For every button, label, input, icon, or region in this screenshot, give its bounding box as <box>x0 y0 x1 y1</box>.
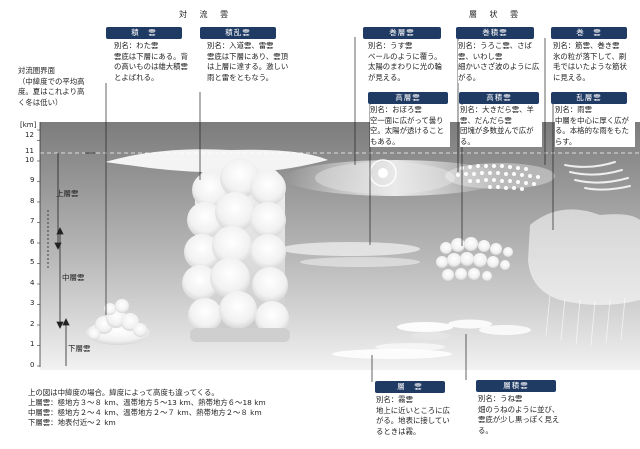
altocumulus-desc: 別名：大きだら雲、羊雲、だんだら雲 団塊が多数並んで広がる。 <box>460 105 542 147</box>
tick-6: 6 <box>30 238 35 246</box>
tick-9: 9 <box>30 176 35 184</box>
cirrocumulus-tag: 巻積雲 <box>456 27 534 39</box>
cirrocumulus-cloud <box>445 163 555 191</box>
stratus-desc: 別名：霧雲 地上に近いところに広がる。地表に接しているときは霧。 <box>376 395 456 437</box>
tick-1: 1 <box>30 340 35 348</box>
cirrocumulus-desc: 別名：うろこ雲、さば雲、いわし雲 細かいさざ波のように広がる。 <box>458 41 540 83</box>
tropopause-note: （中緯度での平均高度。夏はこれより高く冬は低い） <box>18 76 85 107</box>
footnote-line-4: 下層雲：地表付近～２ km <box>28 418 116 427</box>
axis-unit: [km] <box>20 121 37 129</box>
tick-2: 2 <box>30 320 35 328</box>
stratus-tag: 層 雲 <box>375 381 445 393</box>
footnote-line-2: 上層雲：極地方３～８ km、温帯地方５～13 km、熱帯地方６～18 km <box>28 398 266 407</box>
tick-5: 5 <box>30 258 35 266</box>
stratocumulus-cloud <box>397 319 531 340</box>
nimbostratus-tag: 乱層雲 <box>551 92 627 104</box>
y-axis-ticks <box>37 129 40 367</box>
cumulus-desc: 別名：わた雲 雲底は下層にある。背の高いものは雄大積雲とよばれる。 <box>114 41 192 83</box>
convective-heading: 対 流 雲 <box>179 10 234 19</box>
altostratus-cloud <box>280 242 420 267</box>
stratus-cloud <box>332 343 452 359</box>
altostratus-desc: 別名：おぼろ雲 空一面に広がって曇り空。太陽が透けることもある。 <box>370 105 450 147</box>
cirrostratus-cloud <box>285 159 505 196</box>
tropopause-label: 対流圏界面 （中緯度での平均高度。夏はこれより高く冬は低い） <box>18 66 90 108</box>
cumulonimbus-cloud <box>105 149 328 342</box>
cumulus-tag: 積 雲 <box>106 27 182 39</box>
footnote-line-3: 中層雲：極地方２～４ km、温帯地方２～７ km、熱帯地方２～８ km <box>28 408 262 417</box>
cirrus-cloud <box>564 161 631 191</box>
tick-12: 12 <box>25 131 34 139</box>
tick-0: 0 <box>30 361 35 369</box>
stratiform-heading: 層 状 雲 <box>469 10 524 19</box>
altocumulus-cloud <box>436 237 513 281</box>
stratocumulus-desc: 別名：うね雲 畑のうねのように並び、雲底が少し黒っぽく見える。 <box>478 394 560 436</box>
cirrostratus-desc: 別名：うす雲 ベールのように覆う。太陽のまわりに光の輪が見える。 <box>368 41 446 83</box>
altostratus-tag: 高層雲 <box>368 92 448 104</box>
cirrus-desc: 別名：筋雲、巻き雲 氷の粒が落下して、刷毛ではいたような筋状に見える。 <box>553 41 633 83</box>
cumulus-cloud <box>86 299 150 345</box>
cirrostratus-tag: 巻層雲 <box>363 27 441 39</box>
tick-11: 11 <box>25 147 34 155</box>
layer-arrows <box>47 153 70 366</box>
cumulonimbus-tag: 積乱雲 <box>200 27 276 39</box>
upper-layer-label: 上層雲 <box>56 189 79 198</box>
tick-3: 3 <box>30 299 35 307</box>
footnote-line-1: 上の図は中緯度の場合。緯度によって高度も違ってくる。 <box>28 388 219 397</box>
lower-layer-label: 下層雲 <box>68 344 91 353</box>
nimbostratus-cloud <box>528 209 640 346</box>
altocumulus-tag: 高積雲 <box>459 92 539 104</box>
nimbostratus-desc: 別名：雨雲 中層を中心に厚く広がる。本格的な雨をもたらす。 <box>555 105 635 147</box>
tick-4: 4 <box>30 279 35 287</box>
tick-10: 10 <box>25 156 34 164</box>
middle-layer-label: 中層雲 <box>62 273 85 282</box>
cirrus-tag: 巻 雲 <box>551 27 627 39</box>
tick-7: 7 <box>30 217 35 225</box>
stratocumulus-tag: 層積雲 <box>476 380 556 392</box>
tick-8: 8 <box>30 197 35 205</box>
tropopause-title: 対流圏界面 <box>18 66 55 75</box>
cumulonimbus-desc: 別名：入道雲、雷雲 雲底は下層にあり、雲頂は上層に達する。激しい雨と雷をともなう… <box>207 41 293 83</box>
footnote: 上の図は中緯度の場合。緯度によって高度も違ってくる。 上層雲：極地方３～８ km… <box>28 388 266 428</box>
